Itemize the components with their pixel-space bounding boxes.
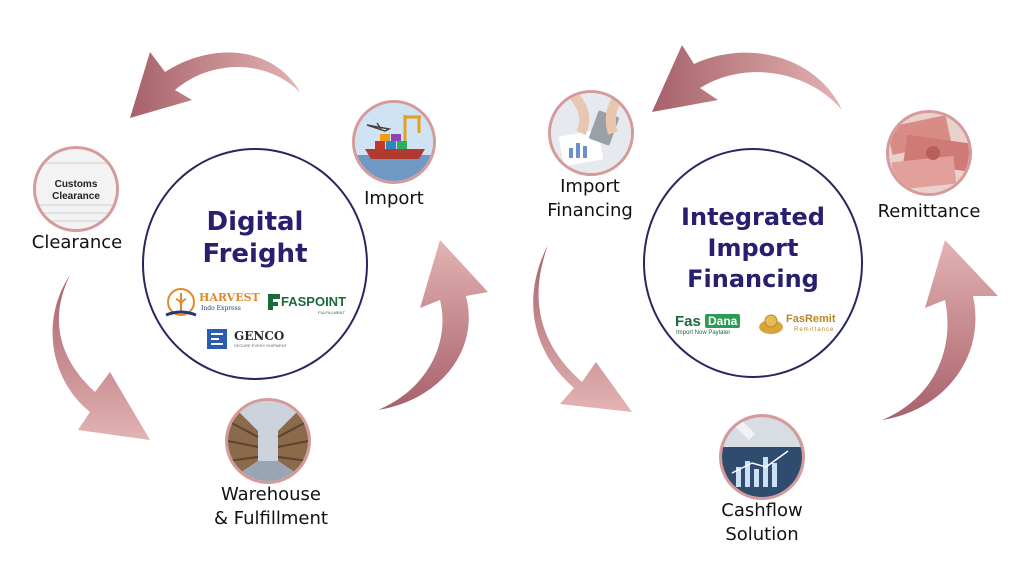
integrated-import-financing-title: Integrated Import Financing [645, 202, 861, 295]
faspoint-tagline: FULFILLMENT [318, 310, 345, 315]
fasdana-name-part-2: Dana [705, 314, 741, 328]
cashflow-label-line-2: Solution [725, 524, 799, 545]
genco-tagline: SECURE EVERY SHIPMENT [234, 343, 287, 348]
banknotes-icon [889, 113, 969, 193]
calculator-documents-icon [551, 93, 631, 173]
fasremit-tagline: Remittance [794, 327, 835, 333]
faspoint-emblem-icon [268, 294, 280, 310]
title-line-1: Digital [206, 207, 304, 237]
warehouse-photo [225, 398, 311, 484]
digital-freight-circle: Digital Freight HARVEST Indo Express FAS… [142, 148, 368, 380]
harvest-emblem-icon [165, 288, 197, 317]
cashflow-label-line-1: Cashflow [721, 500, 803, 521]
genco-emblem-icon [207, 329, 227, 349]
clearance-photo: Customs Clearance [33, 146, 119, 232]
cashflow-photo [719, 414, 805, 500]
harvest-tagline: Indo Express [201, 305, 241, 312]
import-financing-photo [548, 90, 634, 176]
warehouse-label-line-1: Warehouse [220, 484, 322, 505]
arrow-right-top [652, 45, 842, 112]
arrow-left-side [52, 275, 150, 440]
genco-logo: GENCO SECURE EVERY SHIPMENT [206, 328, 306, 354]
integrated-import-financing-circle: Integrated Import Financing Fas Dana Imp… [643, 148, 863, 378]
arrow-right-side [533, 245, 632, 412]
arrow-left-top [130, 52, 300, 118]
import-photo [352, 100, 436, 184]
financial-chart-icon [722, 417, 802, 497]
warehouse-label: Warehouse & Fulfillment [196, 483, 346, 531]
customs-form-icon [36, 149, 116, 229]
import-financing-label: Import Financing [530, 175, 650, 223]
fasdana-tagline: Import Now Paylater [676, 330, 731, 336]
fasdana-logo: Fas Dana Import Now Paylater [675, 313, 755, 339]
arrow-right-right [882, 240, 998, 420]
fasremit-name: FasRemit [786, 313, 836, 325]
harvest-name: HARVEST [199, 291, 260, 304]
customs-text-line-1: Customs [54, 179, 98, 190]
title-line-1: Integrated [681, 203, 825, 231]
fasremit-emblem-icon [759, 314, 783, 334]
clearance-label: Clearance [31, 232, 123, 253]
faspoint-name: FASPOINT [281, 294, 347, 309]
faspoint-logo: FASPOINT FULFILLMENT [266, 291, 356, 317]
title-line-3: Financing [687, 265, 819, 293]
fasdana-name-part-1: Fas [675, 313, 701, 330]
cargo-ship-icon [355, 103, 433, 181]
title-line-2: Import [707, 234, 799, 262]
arrow-left-right [378, 240, 488, 410]
warehouse-shelves-icon [228, 401, 308, 481]
remittance-photo [886, 110, 972, 196]
customs-text-line-2: Clearance [52, 191, 100, 202]
import-financing-label-line-2: Financing [547, 200, 633, 221]
remittance-label: Remittance [877, 201, 981, 222]
harvest-logo: HARVEST Indo Express [164, 287, 260, 321]
import-financing-label-line-1: Import [560, 176, 620, 197]
digital-freight-title: Digital Freight [144, 206, 366, 270]
cashflow-label: Cashflow Solution [700, 499, 824, 547]
title-line-2: Freight [202, 239, 308, 269]
warehouse-label-line-2: & Fulfillment [214, 508, 328, 529]
import-label: Import [364, 188, 424, 209]
fasremit-logo: FasRemit Remittance [758, 311, 853, 339]
genco-name: GENCO [234, 329, 285, 343]
